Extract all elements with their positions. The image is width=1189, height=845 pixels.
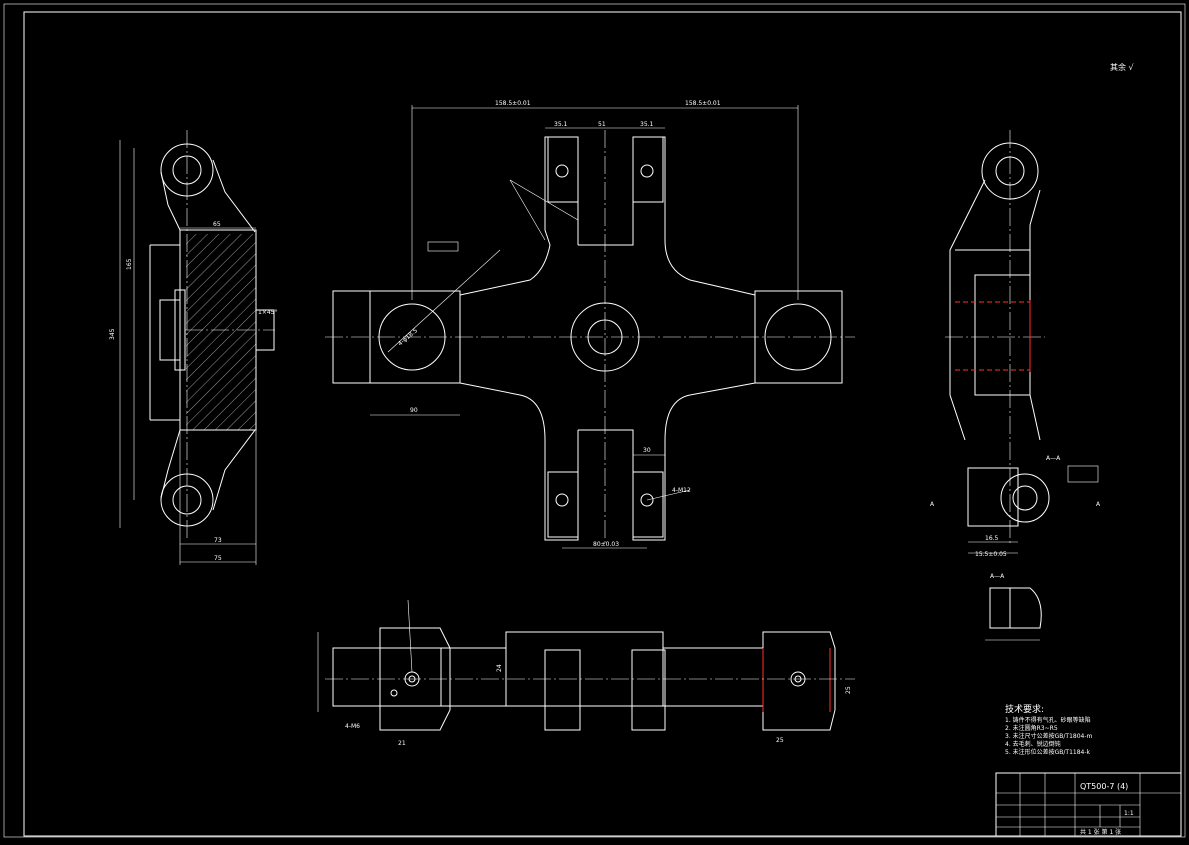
inner-frame [23,11,1182,837]
right-dim-1: 16.5 [985,535,999,542]
bottom-view: 4-M6 21 25 24 25 [317,599,855,747]
bottom-callout-thread: 4-M6 [345,723,360,730]
title-block-scale: 1:1 [1124,810,1134,817]
front-view: 158.5±0.01 158.5±0.01 35.1 51 35.1 90 80… [325,100,855,549]
side-view: 65 75 73 345 165 1×45° [109,130,277,565]
tech-req-item: 4. 去毛刺、锐边倒钝 [1005,740,1061,748]
front-dim-top-1: 158.5±0.01 [495,100,531,107]
side-dim-4: 345 [109,328,116,340]
side-dim-1: 65 [213,221,221,228]
tech-req-item: 1. 铸件不得有气孔、砂眼等缺陷 [1005,716,1091,724]
tech-requirements: 技术要求: 1. 铸件不得有气孔、砂眼等缺陷 2. 未注圆角R3~R5 3. 未… [1005,703,1093,756]
right-section-callout: A—A [1046,455,1061,462]
front-dim-span: 90 [410,407,418,414]
side-dim-3: 73 [214,537,222,544]
front-dim-slot-1: 35.1 [554,121,568,128]
right-section-a-left: A [930,501,935,508]
right-dim-2: 15.5±0.05 [975,551,1007,558]
corner-note: 其余 √ [1110,62,1135,72]
right-section-a-right: A [1096,501,1101,508]
section-title: A—A [990,573,1005,580]
tech-req-item: 3. 未注尺寸公差按GB/T1804-m [1005,732,1093,740]
bottom-dim-1: 21 [398,740,406,747]
title-block-material: QT500-7 (4) [1080,782,1128,791]
tech-req-title: 技术要求: [1005,703,1044,715]
title-block: QT500-7 (4) 1:1 共 1 张 第 1 张 [995,772,1182,837]
front-dim-bottom: 80±0.03 [593,541,619,548]
right-view: A—A A A 16.5 15.5±0.05 A—A [930,130,1101,641]
front-dim-boss: 30 [643,447,651,454]
front-callout-thread: 4-M12 [672,487,691,494]
front-dim-slot-3: 35.1 [640,121,654,128]
tech-req-item: 2. 未注圆角R3~R5 [1005,724,1058,732]
side-dim-2: 75 [214,555,222,562]
outer-frame [3,3,1186,838]
tech-req-item: 5. 未注形位公差按GB/T1184-k [1005,748,1091,756]
bottom-dim-3: 24 [496,664,503,672]
bottom-dim-2: 25 [776,737,784,744]
bottom-dim-4: 25 [845,686,852,694]
front-dim-top-2: 158.5±0.01 [685,100,721,107]
side-chamfer: 1×45° [258,309,277,316]
front-dim-slot-2: 51 [598,121,606,128]
front-callout-hole: 4-φ18.5 [397,327,419,347]
side-dim-5: 165 [126,258,133,270]
title-block-sheet: 共 1 张 第 1 张 [1080,828,1121,836]
